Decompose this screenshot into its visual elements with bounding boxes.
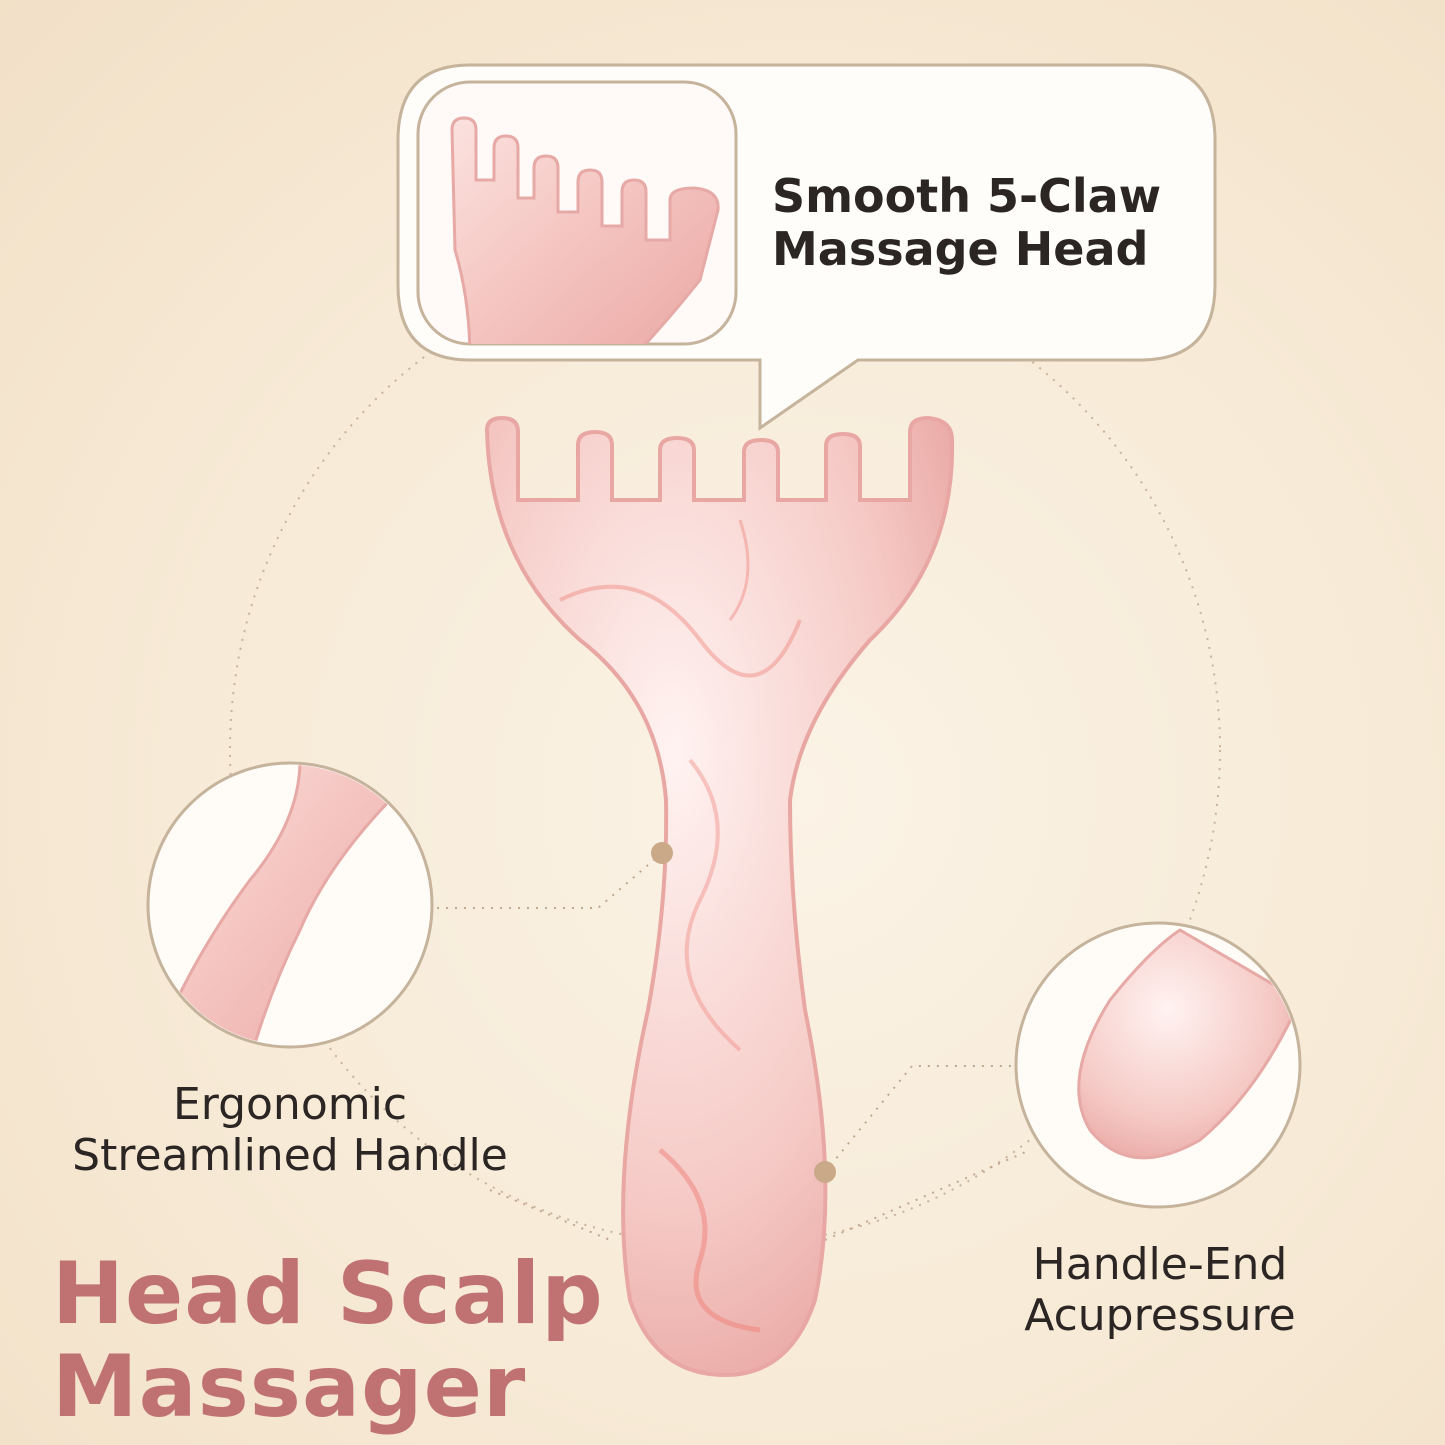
callout-end-line1: Handle-End [1032,1239,1288,1290]
product-title-line2: Massager [52,1336,527,1437]
product-title: Head Scalp Massager [52,1248,604,1434]
connector-bottom-right [824,1149,1031,1241]
callout-end-line2: Acupressure [1024,1289,1296,1341]
marble-vein [559,584,802,678]
end-detail-icon [1077,928,1298,1160]
connector-bottom-left [489,1189,611,1241]
callout-handle-label: Ergonomic Streamlined Handle [40,1079,540,1181]
marble-vein [684,758,742,1052]
connector-dot-handle [651,842,673,864]
callout-head-line2: Massage Head [772,221,1149,276]
head-detail-comb-icon [450,116,720,344]
connector-right [824,1065,1018,1173]
callout-head-line1: Smooth 5-Claw [772,169,1162,223]
callout-handle-line1: Ergonomic [172,1079,408,1130]
product-title-line1: Head Scalp [52,1244,604,1344]
callout-head-label: Smooth 5-Claw Massage Head [772,170,1161,276]
marble-vein [728,519,750,621]
callout-handle-line2: Streamlined Handle [72,1129,508,1181]
connector-left [437,852,663,909]
massage-comb-product [484,415,955,1378]
connector-dot-end [814,1161,836,1183]
marble-vein [658,1148,761,1333]
handle-detail-icon [150,765,403,1045]
callout-end-label: Handle-End Acupressure [995,1239,1325,1341]
